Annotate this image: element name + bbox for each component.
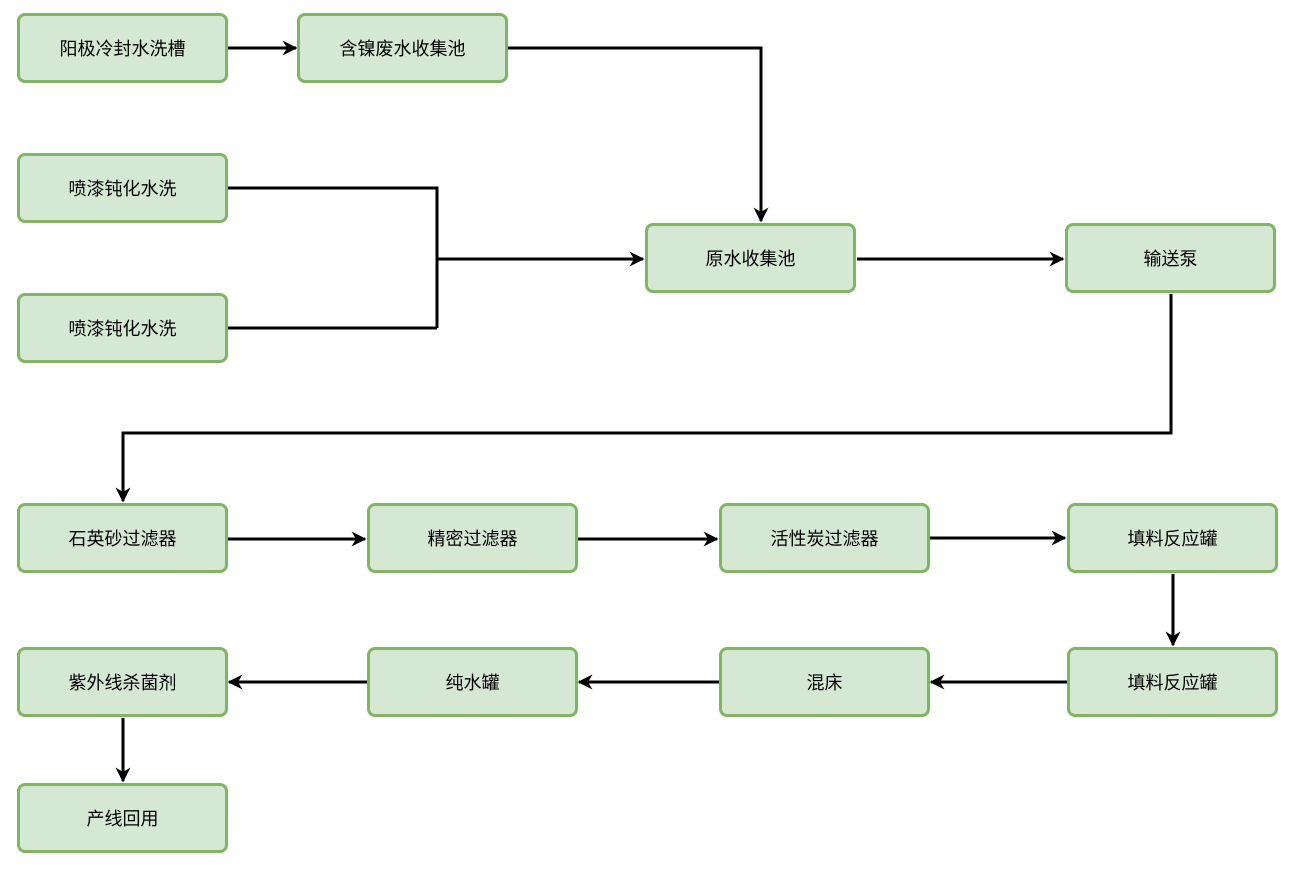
node-label: 填料反应罐: [1127, 529, 1218, 550]
node-nickel-wastewater-pool: 含镍废水收集池: [297, 13, 508, 83]
node-activated-carbon-filter: 活性炭过滤器: [719, 503, 930, 573]
node-label: 填料反应罐: [1127, 673, 1218, 694]
node-mixed-bed: 混床: [719, 647, 930, 717]
node-packed-reactor-1: 填料反应罐: [1067, 503, 1278, 573]
node-uv-sterilizer: 紫外线杀菌剂: [17, 647, 228, 717]
node-label: 活性炭过滤器: [770, 529, 879, 550]
node-label: 产线回用: [86, 809, 159, 830]
edge-spray-wash-1-to-trunk: [228, 186, 439, 328]
node-label: 混床: [806, 673, 843, 694]
node-quartz-sand-filter: 石英砂过滤器: [17, 503, 228, 573]
node-spray-passivation-wash-1: 喷漆钝化水洗: [17, 153, 228, 223]
node-label: 石英砂过滤器: [68, 529, 177, 550]
node-spray-passivation-wash-2: 喷漆钝化水洗: [17, 293, 228, 363]
node-label: 紫外线杀菌剂: [68, 673, 177, 694]
node-raw-water-pool: 原水收集池: [645, 223, 856, 293]
node-packed-reactor-2: 填料反应罐: [1067, 647, 1278, 717]
node-label: 含镍废水收集池: [339, 39, 466, 60]
node-label: 喷漆钝化水洗: [68, 319, 177, 340]
edge-pump-to-quartz-filter: [115, 294, 1173, 503]
edge-nickel-pool-to-raw-water-pool: [508, 46, 769, 223]
node-production-reuse: 产线回用: [17, 783, 228, 853]
node-label: 纯水罐: [445, 673, 500, 694]
node-label: 喷漆钝化水洗: [68, 179, 177, 200]
node-label: 阳极冷封水洗槽: [59, 39, 186, 60]
node-pure-water-tank: 纯水罐: [367, 647, 578, 717]
node-label: 精密过滤器: [427, 529, 518, 550]
node-anode-seal-wash: 阳极冷封水洗槽: [17, 13, 228, 83]
node-precision-filter: 精密过滤器: [367, 503, 578, 573]
node-transfer-pump: 输送泵: [1065, 223, 1276, 293]
node-label: 原水收集池: [705, 249, 796, 270]
node-label: 输送泵: [1143, 249, 1198, 270]
